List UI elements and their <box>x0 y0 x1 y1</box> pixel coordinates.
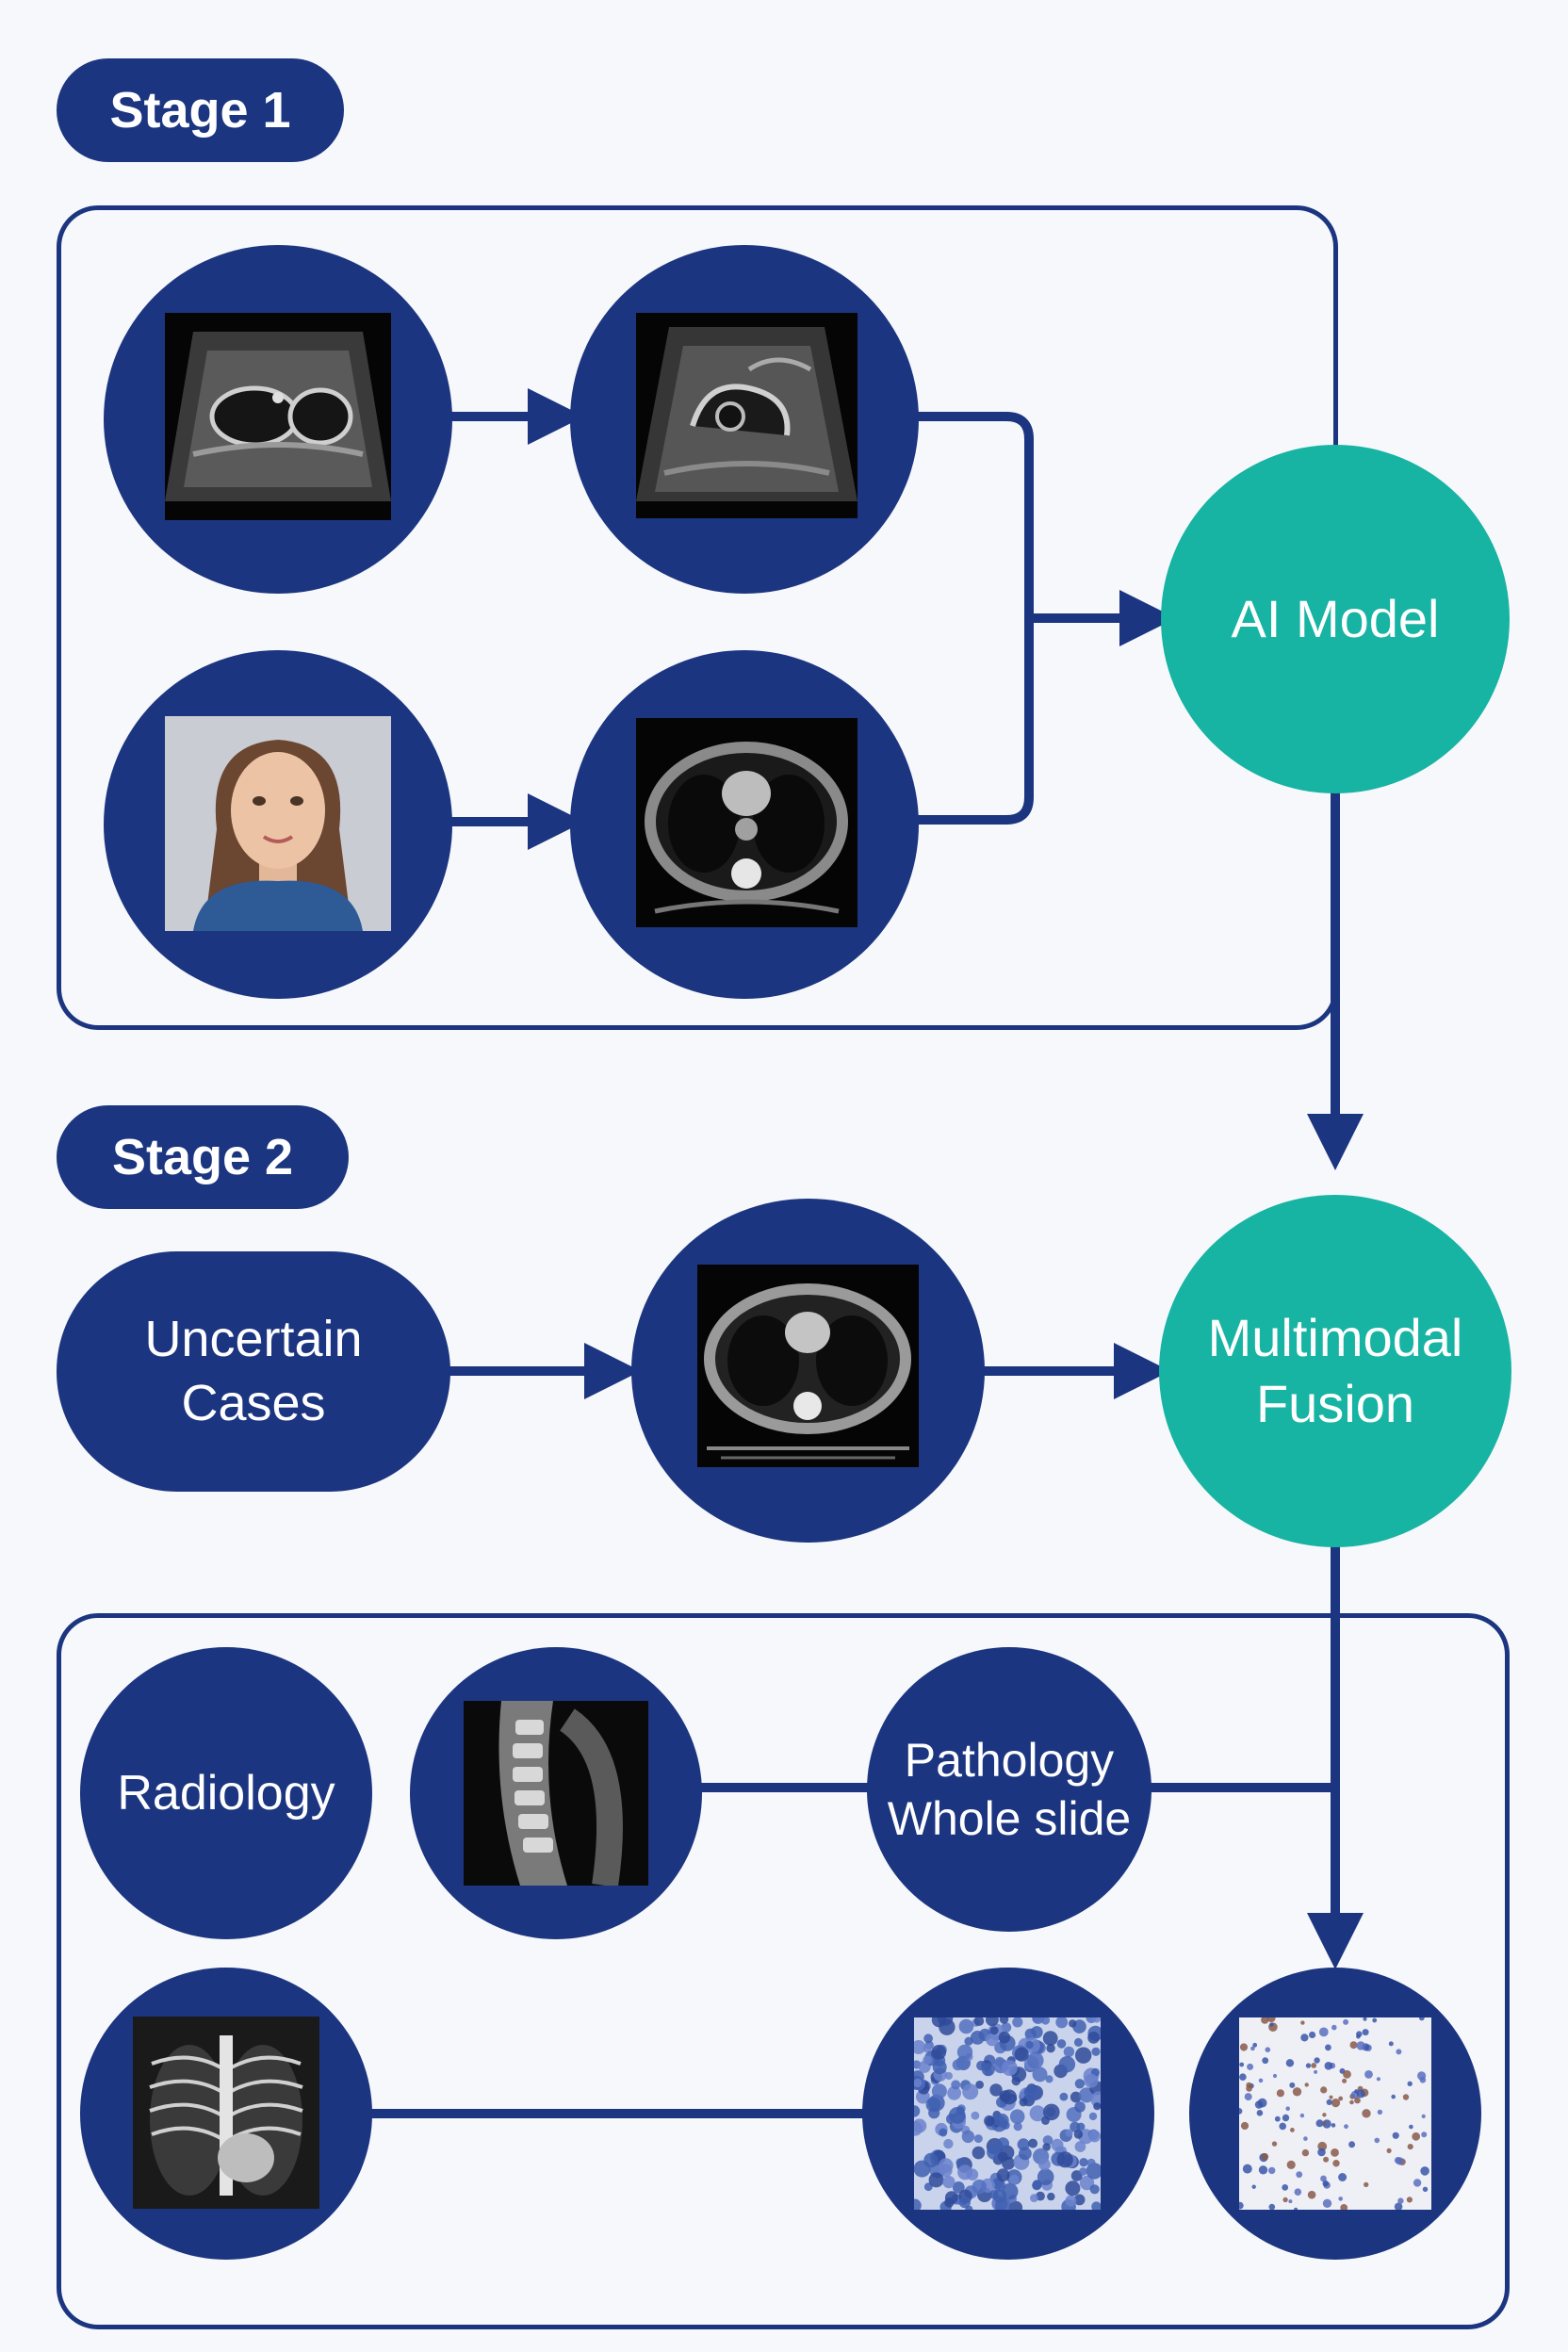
ultrasound-2-node <box>570 245 919 594</box>
histology-slide-1-node <box>862 1968 1154 2260</box>
chest-ct-image <box>636 718 858 927</box>
ultrasound-1-node <box>104 245 452 594</box>
chest-xray-node <box>80 1968 372 2260</box>
fetal-ultrasound-profile-image <box>636 313 858 518</box>
pathology-line-2: Whole slide <box>887 1792 1132 1845</box>
fusion-line-2: Fusion <box>1255 1374 1415 1433</box>
uncertain-cases-line-2: Cases <box>181 1374 326 1431</box>
chest-xray-image <box>133 2017 319 2209</box>
portrait-node <box>104 650 452 999</box>
histology-slide-2-node <box>1189 1968 1481 2260</box>
histology-slide-image-1 <box>914 2017 1101 2210</box>
chest-ct-2-node <box>631 1199 985 1543</box>
ai-model-label: AI Model <box>1231 589 1440 648</box>
spine-mri-node <box>410 1647 702 1939</box>
fetal-ultrasound-image <box>165 313 391 520</box>
uncertain-cases-node: Uncertain Cases <box>57 1251 450 1492</box>
chest-ct-image-2 <box>697 1265 919 1467</box>
patient-portrait-image <box>165 716 391 931</box>
uncertain-cases-line-1: Uncertain <box>144 1311 363 1367</box>
radiology-node: Radiology <box>80 1647 372 1939</box>
spine-mri-image <box>464 1701 648 1886</box>
stage-3-panel <box>57 1613 1510 2329</box>
chest-ct-1-node <box>570 650 919 999</box>
ai-model-node: AI Model <box>1161 445 1510 793</box>
stage-1-label: Stage 1 <box>57 58 344 162</box>
pathology-line-1: Pathology <box>904 1733 1115 1787</box>
fusion-line-1: Multimodal <box>1207 1308 1463 1367</box>
stage-2-label: Stage 2 <box>57 1105 349 1209</box>
multimodal-fusion-node: Multimodal Fusion <box>1159 1195 1511 1547</box>
histology-slide-image-2 <box>1239 2017 1431 2210</box>
radiology-label: Radiology <box>117 1765 335 1821</box>
pathology-node: Pathology Whole slide <box>867 1647 1152 1932</box>
